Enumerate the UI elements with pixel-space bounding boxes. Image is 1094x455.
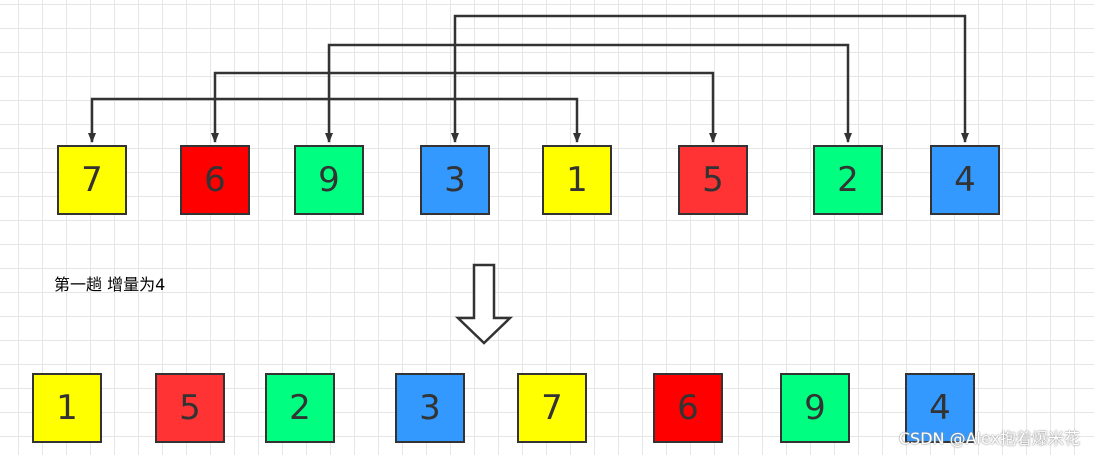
before-value-3: 9 [318, 160, 340, 200]
before-box-6: 5 [678, 145, 748, 215]
after-box-5: 7 [517, 373, 587, 443]
before-value-1: 7 [81, 160, 103, 200]
swap-connector-2 [211, 71, 717, 143]
after-box-2: 5 [155, 373, 225, 443]
after-value-1: 1 [56, 388, 78, 428]
after-value-8: 4 [929, 388, 951, 428]
pass-caption: 第一趟 增量为4 [54, 275, 166, 294]
swap-connector-4 [451, 14, 969, 143]
after-box-8: 4 [905, 373, 975, 443]
swap-connector-1 [88, 97, 581, 143]
after-value-2: 5 [179, 388, 201, 428]
after-value-3: 2 [289, 388, 311, 428]
after-box-4: 3 [395, 373, 465, 443]
before-value-5: 1 [566, 160, 588, 200]
before-box-3: 9 [294, 145, 364, 215]
before-box-2: 6 [180, 145, 250, 215]
before-value-2: 6 [204, 160, 226, 200]
swap-connector-3 [325, 43, 852, 143]
before-value-4: 3 [444, 160, 466, 200]
after-value-4: 3 [419, 388, 441, 428]
before-value-8: 4 [954, 160, 976, 200]
after-value-6: 6 [677, 388, 699, 428]
after-box-7: 9 [780, 373, 850, 443]
before-box-5: 1 [542, 145, 612, 215]
before-value-7: 2 [837, 160, 859, 200]
before-box-8: 4 [930, 145, 1000, 215]
after-box-3: 2 [265, 373, 335, 443]
after-box-6: 6 [653, 373, 723, 443]
after-value-7: 9 [804, 388, 826, 428]
before-box-1: 7 [57, 145, 127, 215]
before-value-6: 5 [702, 160, 724, 200]
csdn-watermark: CSDN @Alex抱着爆米花 [898, 429, 1080, 448]
after-value-5: 7 [541, 388, 563, 428]
before-box-7: 2 [813, 145, 883, 215]
before-box-4: 3 [420, 145, 490, 215]
after-box-1: 1 [32, 373, 102, 443]
down-arrow-icon [454, 263, 514, 345]
